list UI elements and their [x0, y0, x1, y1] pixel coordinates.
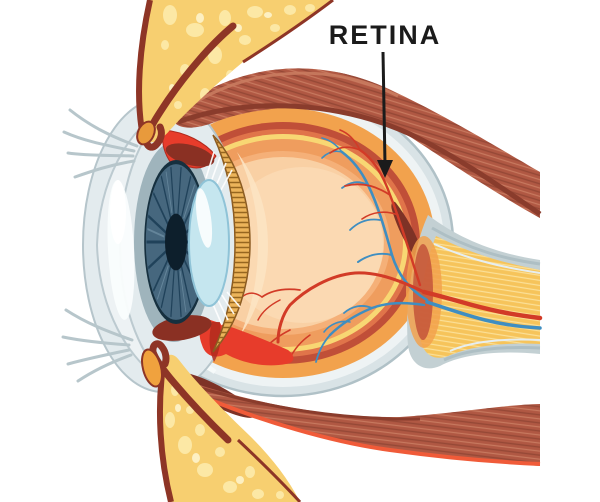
ciliary-body-texture	[213, 135, 250, 352]
central-retinal-artery	[421, 289, 543, 321]
suspensory-ligaments	[205, 151, 241, 326]
lower-eyelashes	[61, 308, 134, 383]
retina-arrow-line	[381, 51, 387, 165]
superior-rectus-muscle	[176, 68, 542, 218]
inferior-rectus-muscle	[174, 372, 541, 466]
iris	[144, 159, 208, 325]
retina-annotation: RETINA	[329, 20, 442, 178]
inferior-rectus-bright-edge	[207, 397, 541, 466]
pupil	[165, 213, 187, 271]
upper-lid-gland	[136, 120, 156, 146]
lens	[188, 179, 230, 307]
upper-eyelid-fat	[138, 0, 333, 143]
inferior-rectus-dark-edge	[199, 386, 421, 421]
upper-eyelid-outer-edge	[136, 0, 153, 138]
retinal-blood-vessels	[241, 129, 543, 363]
nerve-fiber-striations	[419, 236, 540, 358]
anterior-segment	[82, 97, 294, 393]
optic-nerve	[406, 215, 541, 369]
lower-eyelid-inner-edge	[236, 438, 302, 502]
retinal-veins	[315, 137, 542, 363]
lower-eyelid	[61, 308, 302, 502]
retina-label: RETINA	[329, 20, 442, 50]
nerve-sheath-line-top2	[433, 243, 541, 274]
retinal-arteries	[241, 129, 543, 359]
lower-lid-gland	[141, 348, 163, 388]
nerve-sheath-line-top	[431, 226, 541, 266]
iris-root-bottom	[152, 315, 212, 341]
upper-eyelid-inner-edge	[242, 0, 334, 64]
lens-highlight	[195, 188, 213, 248]
nerve-sheath-line-bottom2	[449, 338, 541, 352]
superior-rectus-shadow-edge	[177, 103, 542, 217]
macula-dark-streak	[391, 201, 422, 258]
nerve-sheath-line-bottom	[443, 346, 541, 362]
upper-eyelashes	[62, 108, 139, 179]
retina-arrow-head	[377, 160, 393, 178]
vitreous-highlight	[237, 152, 268, 336]
central-retinal-vein	[425, 300, 542, 330]
ciliary-spike	[209, 322, 221, 362]
cornea-glint	[110, 180, 126, 244]
lower-eyelid-fat-blobs	[162, 368, 284, 499]
superior-rectus-highlight	[185, 71, 399, 110]
